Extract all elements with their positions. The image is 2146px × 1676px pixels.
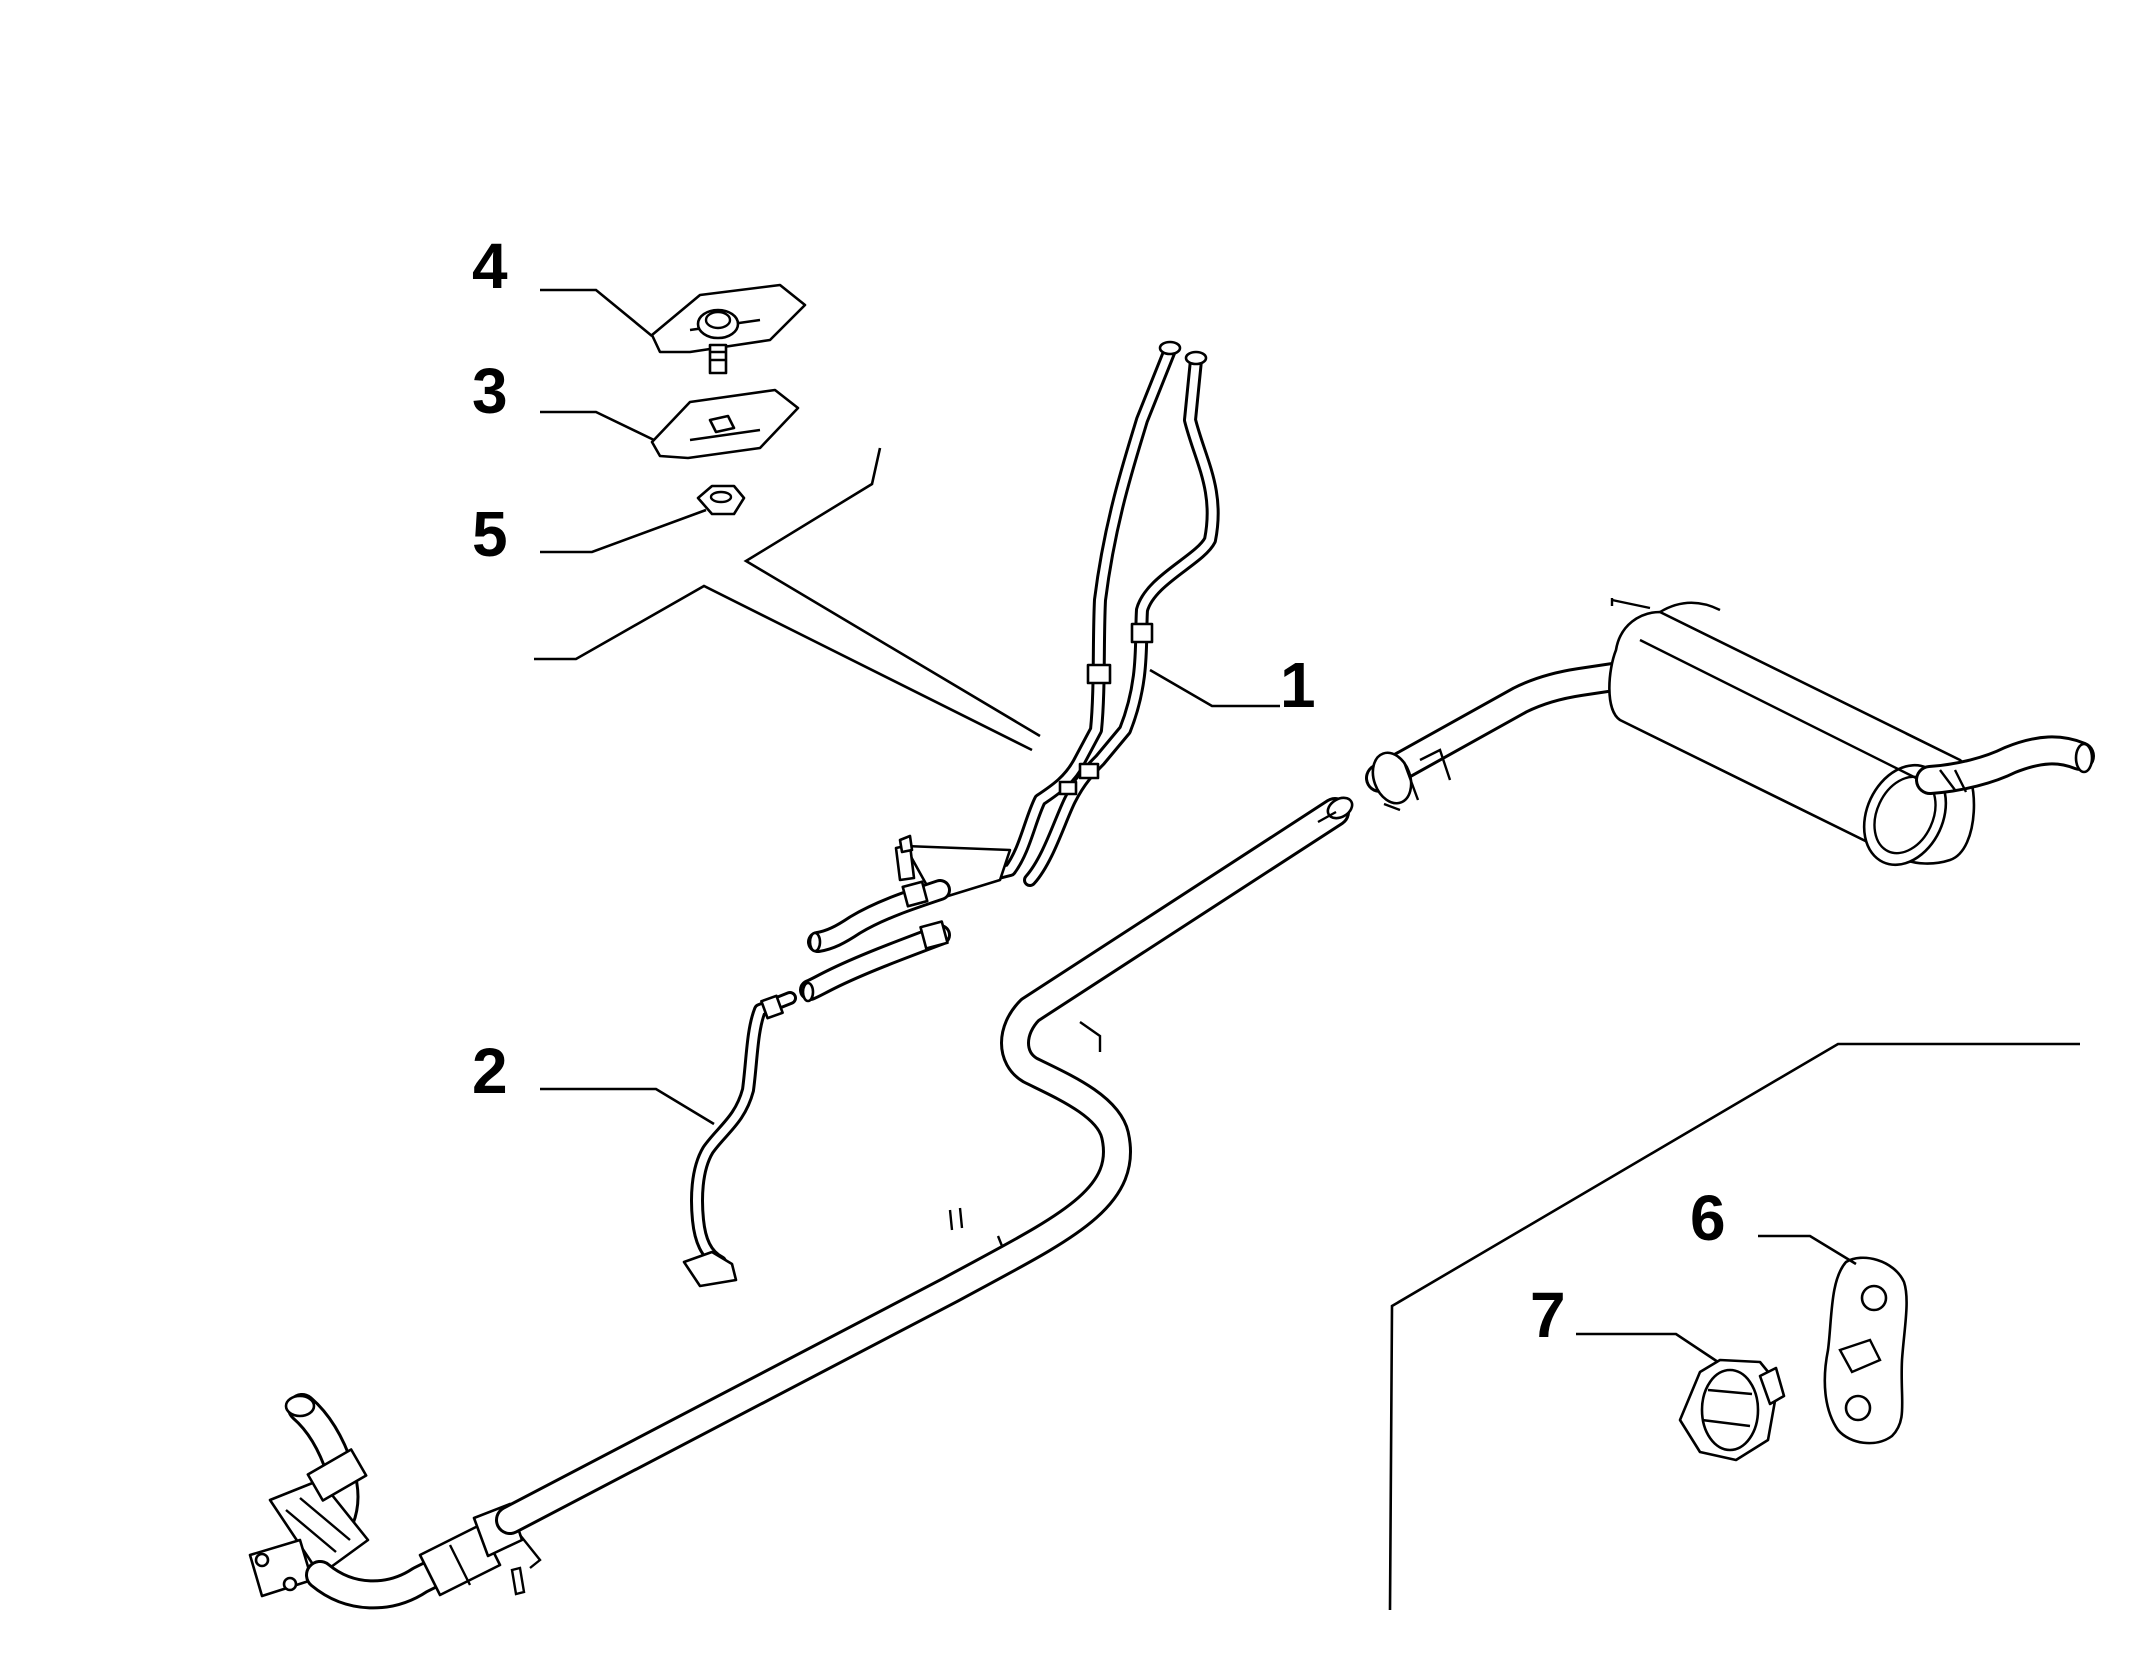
leader-lines (540, 288, 1857, 1364)
part-2-small-pipe (682, 991, 797, 1288)
part-7-clip (1678, 1358, 1786, 1462)
callout-5: 5 (472, 498, 508, 570)
leader-4 (540, 288, 653, 338)
leader-3 (540, 410, 655, 442)
exhaust-pipe-assembly (248, 598, 2095, 1610)
callout-1: 1 (1280, 649, 1316, 721)
leader-1 (1149, 668, 1280, 708)
section-lines (534, 447, 2080, 1611)
leader-7 (1576, 1332, 1719, 1364)
callout-2: 2 (472, 1035, 508, 1107)
callout-3: 3 (472, 355, 508, 427)
part-1-twin-pipe (799, 340, 1220, 1003)
part-3-plate (650, 388, 800, 460)
callout-6: 6 (1690, 1182, 1726, 1254)
leader-5 (540, 508, 707, 554)
leader-2 (540, 1087, 715, 1126)
leader-6 (1758, 1234, 1857, 1266)
part-4-clamp (650, 283, 807, 375)
callout-7: 7 (1530, 1279, 1566, 1351)
callout-4: 4 (472, 230, 508, 302)
part-5-nut (696, 484, 746, 516)
callout-labels: 1 2 3 4 5 6 7 (472, 230, 1726, 1351)
part-6-bracket (1823, 1256, 1908, 1445)
